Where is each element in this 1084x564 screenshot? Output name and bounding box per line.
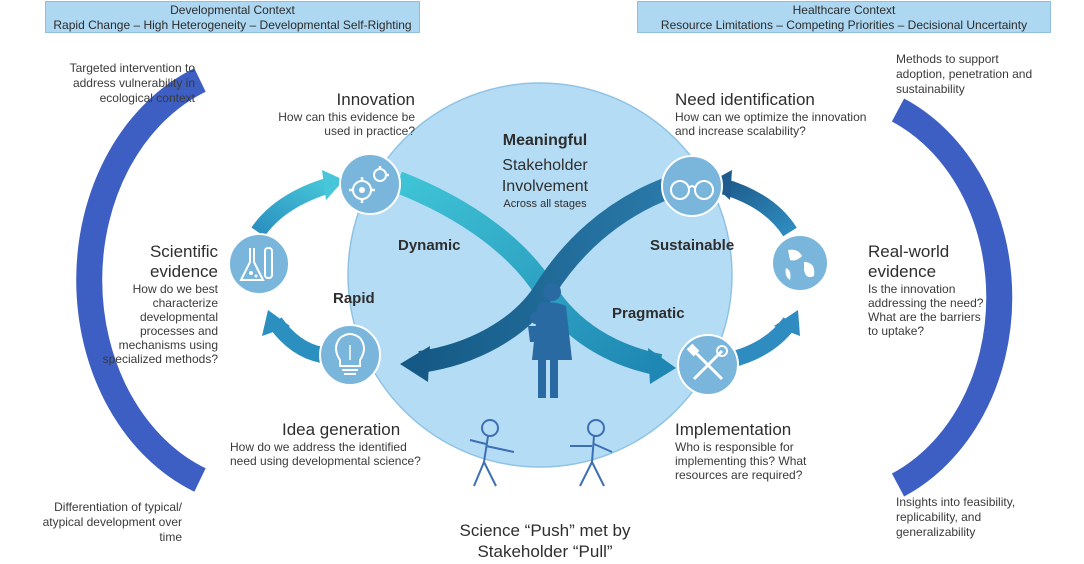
label-sustainable: Sustainable bbox=[650, 237, 735, 254]
note-line: sustainability bbox=[896, 82, 965, 96]
stage-question-line: mechanisms using bbox=[118, 338, 218, 352]
label-pragmatic: Pragmatic bbox=[612, 305, 685, 322]
stage-need-identification: Need identification How can we optimize … bbox=[675, 90, 890, 138]
developmental-context-box: Developmental Context Rapid Change – Hig… bbox=[45, 1, 420, 33]
arrowhead-to-idea bbox=[400, 346, 430, 382]
developmental-context-subtitle: Rapid Change – High Heterogeneity – Deve… bbox=[53, 18, 412, 32]
right-bottom-note: Insights into feasibility, replicability… bbox=[896, 495, 1076, 540]
stage-question-line: How can we optimize the innovation bbox=[675, 110, 867, 124]
developmental-science-label: Developmental Science bbox=[28, 225, 67, 339]
stage-question-line: Is the innovation bbox=[868, 282, 956, 296]
stage-question-line: specialized methods? bbox=[102, 352, 218, 366]
arrowhead-to-implementation bbox=[648, 348, 676, 384]
stage-innovation: Innovation How can this evidence be used… bbox=[250, 90, 415, 138]
left-bottom-note: Differentiation of typical/ atypical dev… bbox=[20, 500, 182, 545]
stage-implementation: Implementation Who is responsible for im… bbox=[675, 420, 845, 482]
stage-scientific-evidence: Scientific evidence How do we best chara… bbox=[85, 242, 218, 366]
stage-question-line: implementing this? What bbox=[675, 454, 807, 468]
note-line: generalizability bbox=[896, 525, 976, 539]
stage-idea-generation-title: Idea generation bbox=[282, 420, 401, 439]
stage-question-line: and increase scalability? bbox=[675, 124, 806, 138]
stage-question-line: to uptake? bbox=[868, 324, 925, 338]
stage-question-line: How can this evidence be bbox=[278, 110, 415, 124]
developmental-context-title: Developmental Context bbox=[170, 3, 295, 17]
center-line-4: Across all stages bbox=[503, 198, 587, 210]
developmental-science-arc bbox=[76, 68, 206, 492]
stage-idea-generation: Idea generation How do we address the id… bbox=[230, 420, 445, 468]
push-pull-figures-icon bbox=[469, 419, 613, 487]
caption-line: Science “Push” met by bbox=[459, 521, 631, 540]
stage-innovation-title: Innovation bbox=[336, 90, 415, 109]
center-line-2: Stakeholder bbox=[502, 157, 588, 174]
right-top-note: Methods to support adoption, penetration… bbox=[896, 52, 1076, 97]
center-line-3: Involvement bbox=[501, 178, 589, 195]
globe-icon bbox=[771, 234, 829, 292]
caption-line: Stakeholder “Pull” bbox=[477, 542, 613, 561]
stage-question-line: resources are required? bbox=[675, 468, 803, 482]
glasses-icon bbox=[661, 155, 723, 217]
stage-title-line: Real-world bbox=[868, 242, 950, 261]
gears-icon bbox=[339, 153, 401, 215]
note-line: address vulnerability in bbox=[72, 76, 195, 90]
stage-implementation-title: Implementation bbox=[675, 420, 792, 439]
label-dynamic: Dynamic bbox=[398, 237, 461, 254]
label-rapid: Rapid bbox=[333, 290, 375, 307]
lightbulb-icon bbox=[319, 324, 381, 386]
stage-question-line: Who is responsible for bbox=[675, 440, 794, 454]
note-line: adoption, penetration and bbox=[896, 67, 1033, 81]
note-line: replicability, and bbox=[896, 510, 982, 524]
stage-title-line: evidence bbox=[149, 262, 218, 281]
center-involvement: Meaningful Stakeholder Involvement Acros… bbox=[470, 131, 620, 211]
healthcare-context-subtitle: Resource Limitations – Competing Priorit… bbox=[660, 18, 1028, 32]
arrow-evidence-to-innovation bbox=[251, 177, 333, 237]
center-line-1: Meaningful bbox=[502, 132, 588, 149]
tools-icon bbox=[677, 334, 739, 396]
implementation-science-arc bbox=[891, 98, 1013, 497]
note-line: Differentiation of typical/ bbox=[54, 500, 182, 514]
note-line: Insights into feasibility, bbox=[896, 495, 1016, 509]
stage-question-line: characterize bbox=[152, 296, 218, 310]
arrowhead-to-evidence bbox=[262, 310, 290, 336]
note-line: ecological context bbox=[99, 91, 195, 105]
parent-child-icon bbox=[528, 283, 572, 398]
implementation-science-label: Implementation Science bbox=[1047, 209, 1066, 391]
stage-question-line: need using developmental science? bbox=[230, 454, 421, 468]
note-line: time bbox=[159, 530, 182, 544]
arrow-realworld-to-need bbox=[719, 178, 797, 237]
push-pull-caption: Science “Push” met by Stakeholder “Pull” bbox=[435, 520, 655, 562]
stage-question-line: used in practice? bbox=[324, 124, 415, 138]
arrowhead-to-realworld bbox=[774, 310, 800, 336]
stage-question-line: processes and bbox=[139, 324, 218, 338]
note-line: atypical development over bbox=[42, 515, 182, 529]
stage-question-line: How do we address the identified bbox=[230, 440, 407, 454]
stage-question-line: How do we best bbox=[132, 282, 218, 296]
stage-question-line: developmental bbox=[139, 310, 218, 324]
stage-question-line: What are the barriers bbox=[868, 310, 981, 324]
stage-question-line: addressing the need? bbox=[868, 296, 984, 310]
stage-title-line: evidence bbox=[868, 262, 937, 281]
stage-need-identification-title: Need identification bbox=[675, 90, 815, 109]
stage-real-world-evidence: Real-world evidence Is the innovation ad… bbox=[868, 242, 1018, 338]
lab-flask-icon bbox=[228, 233, 290, 295]
healthcare-context-box: Healthcare Context Resource Limitations … bbox=[637, 1, 1051, 33]
note-line: Methods to support bbox=[896, 52, 999, 66]
arrowhead-to-innovation bbox=[322, 170, 344, 200]
healthcare-context-title: Healthcare Context bbox=[792, 3, 896, 17]
stage-title-line: Scientific bbox=[149, 242, 218, 261]
note-line: Targeted intervention to bbox=[69, 61, 195, 75]
left-top-note: Targeted intervention to address vulnera… bbox=[35, 61, 195, 106]
